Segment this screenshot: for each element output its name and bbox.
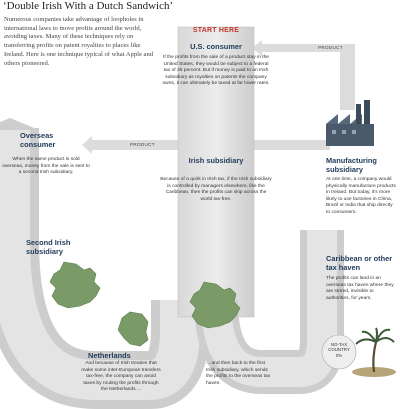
no-tax-line2: COUNTRY: [328, 347, 350, 353]
manufacturing-text: At one time, a company would physically …: [326, 177, 396, 215]
page-title: ‘Double Irish With a Dutch Sandwich’: [3, 0, 174, 12]
left-money-pipe: [0, 118, 209, 409]
product-label-middle: PRODUCT: [130, 142, 155, 147]
netherlands-heading: Netherlands: [88, 351, 131, 360]
netherlands-text: And because of Irish treaties that make …: [81, 361, 161, 392]
no-tax-label: NO-TAX COUNTRY 0%: [322, 342, 356, 358]
netherlands-map-icon: [117, 311, 149, 347]
right-money-pipe: [194, 230, 344, 394]
caribbean-heading: Caribbean or other tax haven: [326, 254, 393, 272]
palm-tree-icon: [352, 327, 396, 377]
ireland-map-icon: [189, 281, 241, 329]
irish-subsidiary-text: Because of a quirk in Irish tax, if the …: [160, 177, 272, 202]
irish-subsidiary-heading: Irish subsidiary: [188, 156, 244, 165]
factory-icon: [326, 100, 374, 146]
product-arrow-top: [252, 40, 355, 110]
us-consumer-text: If the profits from the sale of a produc…: [162, 55, 270, 86]
overseas-consumer-text: When the same product is sold overseas, …: [2, 157, 90, 175]
center-money-pipe: [177, 26, 255, 318]
overseas-consumer-heading: Overseas consumer: [20, 131, 56, 149]
caribbean-text: The profits can land in an overseas tax …: [326, 276, 394, 301]
back-to-irish-text: ... and then back to the first Irish sub…: [206, 361, 271, 386]
second-irish-heading: Second Irish subsidiary: [26, 238, 71, 256]
start-here-label: START HERE: [192, 27, 240, 34]
product-label-top: PRODUCT: [318, 45, 343, 50]
us-consumer-heading: U.S. consumer: [190, 42, 242, 51]
manufacturing-heading: Manufacturing subsidiary: [326, 156, 377, 174]
no-tax-line3: 0%: [335, 352, 343, 358]
intro-text: Numerous companies take advantage of loo…: [4, 16, 154, 67]
no-tax-line1: NO-TAX: [330, 342, 348, 347]
ireland-map-icon: [49, 261, 101, 309]
no-tax-badge: [321, 334, 357, 370]
